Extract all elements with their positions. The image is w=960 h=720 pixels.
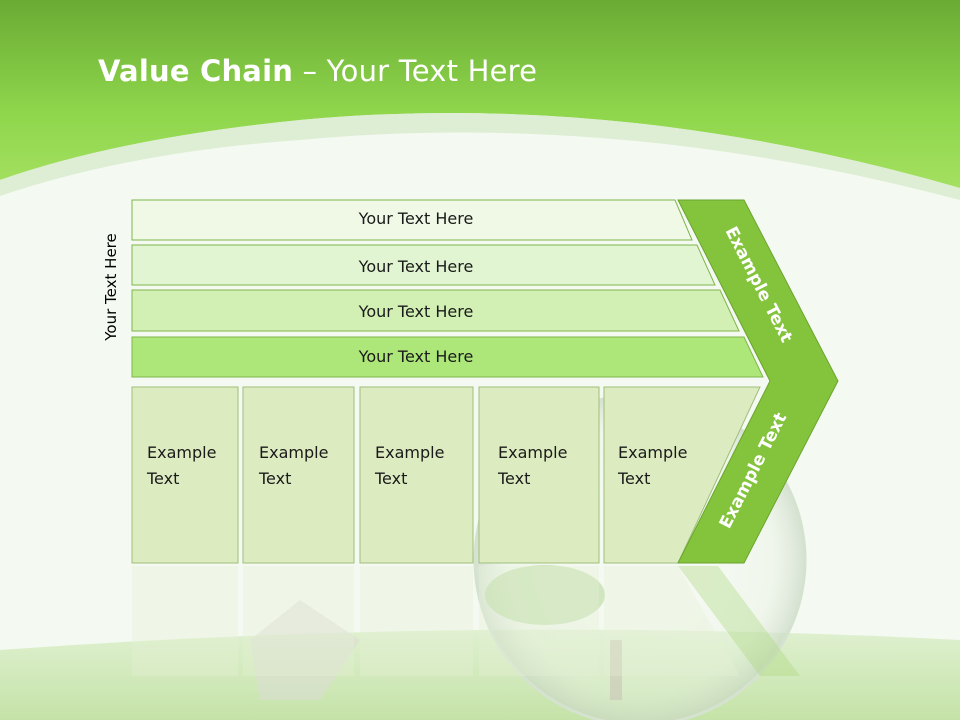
box-1-line2: Text: [258, 469, 291, 488]
box-0-shape: [131, 386, 239, 564]
row-3-label: Your Text Here: [358, 347, 474, 366]
box-4-line1: Example: [618, 443, 687, 462]
row-2-label: Your Text Here: [358, 302, 474, 321]
box-4-line2: Text: [617, 469, 650, 488]
row-3-shape: [131, 336, 764, 378]
box-0-line1: Example: [147, 443, 216, 462]
row-2-shape: [131, 289, 740, 332]
box-3-line2: Text: [497, 469, 530, 488]
box-1-line1: Example: [259, 443, 328, 462]
box-1-shape: [242, 386, 355, 564]
chevron-shape: [677, 199, 839, 564]
side-label: Your Text Here: [102, 233, 120, 341]
box-3-shape: [478, 386, 600, 564]
slide-title: Value Chain – Your Text Here: [98, 54, 537, 88]
box-0: Example Text: [131, 386, 239, 564]
row-1: Your Text Here: [131, 244, 716, 286]
boxes-reflection: [132, 566, 800, 676]
box-4: Example Text: [603, 386, 761, 564]
row-2: Your Text Here: [131, 289, 740, 332]
box-2: Example Text: [359, 386, 474, 564]
row-3: Your Text Here: [131, 336, 764, 378]
row-0-shape: [131, 199, 693, 241]
title-rest: – Your Text Here: [293, 54, 538, 88]
box-0-line2: Text: [146, 469, 179, 488]
box-3-line1: Example: [498, 443, 567, 462]
box-2-line1: Example: [375, 443, 444, 462]
title-bold: Value Chain: [98, 54, 294, 88]
row-1-label: Your Text Here: [358, 257, 474, 276]
box-2-line2: Text: [374, 469, 407, 488]
box-3: Example Text: [478, 386, 600, 564]
box-1: Example Text: [242, 386, 355, 564]
row-0-label: Your Text Here: [358, 209, 474, 228]
row-1-shape: [131, 244, 716, 286]
row-0: Your Text Here: [131, 199, 693, 241]
box-2-shape: [359, 386, 474, 564]
